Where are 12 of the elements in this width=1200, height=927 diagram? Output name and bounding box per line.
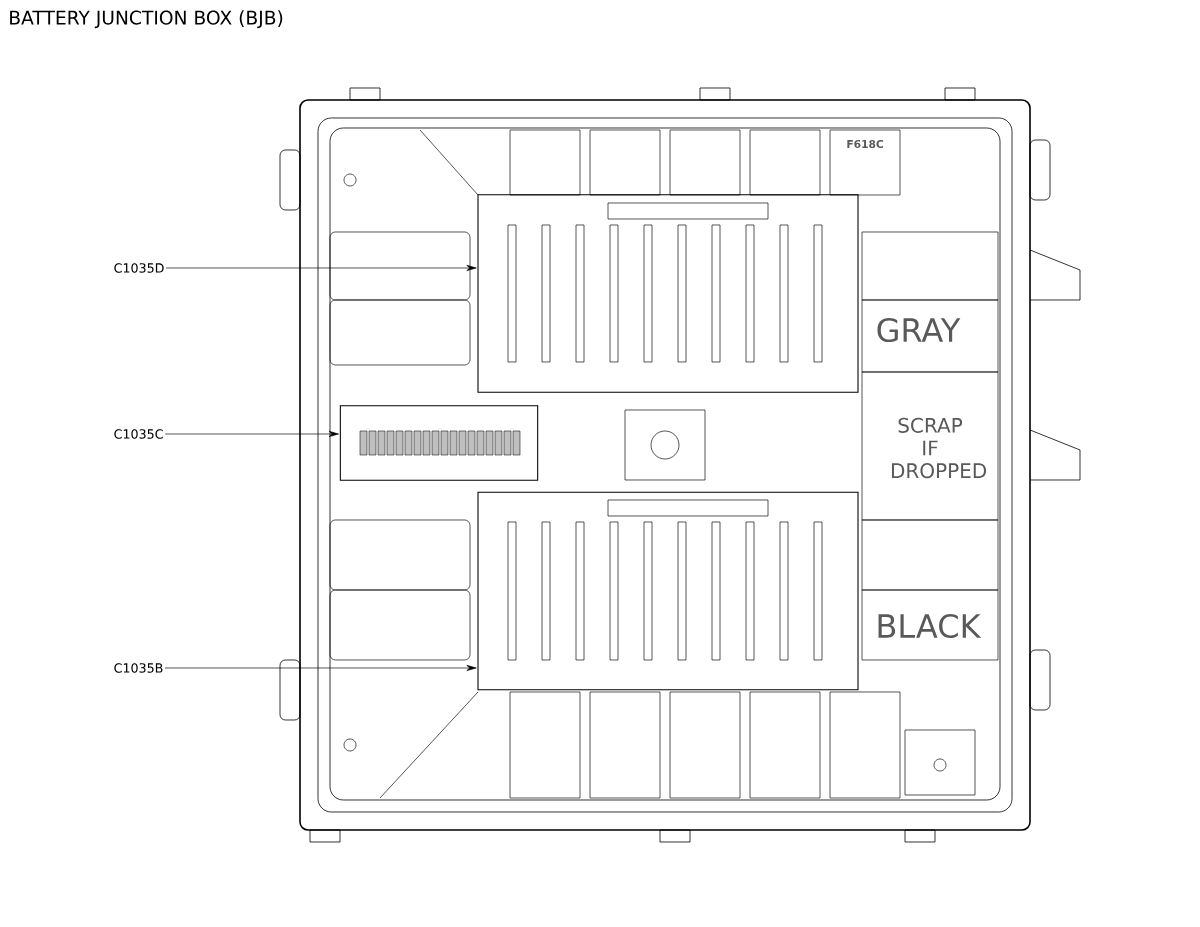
part-number: F618C — [847, 139, 884, 148]
connector-label: C1035B — [114, 663, 163, 673]
connector — [339, 405, 539, 481]
connector — [477, 491, 859, 691]
leader-line — [165, 265, 477, 271]
title: BATTERY JUNCTION BOX (BJB) — [10, 10, 283, 29]
embossed-text: SCRAP IF DROPPED — [891, 417, 987, 479]
connector-label: C1035D — [114, 263, 164, 273]
connector-label: C1035C — [114, 429, 163, 439]
leader-line — [164, 431, 339, 437]
leader-line — [164, 665, 477, 671]
connector — [477, 194, 859, 393]
